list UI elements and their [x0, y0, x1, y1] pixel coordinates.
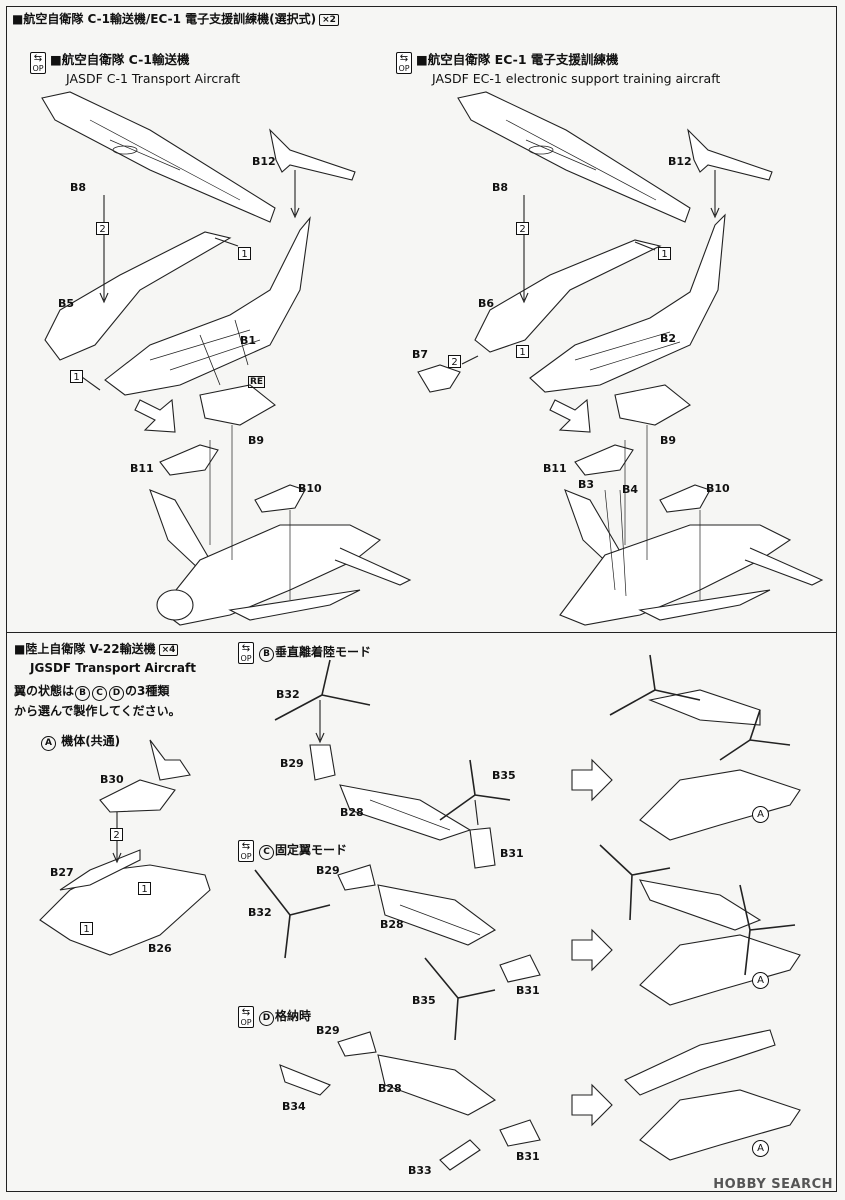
- part-label: B8: [70, 181, 87, 194]
- step-number: 2: [110, 828, 123, 841]
- re-badge: RE: [248, 376, 266, 388]
- part-label: B26: [148, 942, 172, 955]
- ec1-title-jp: ■航空自衛隊 EC-1 電子支援訓練機: [416, 52, 619, 67]
- part-label: B34: [282, 1100, 306, 1113]
- part-label: B27: [50, 866, 74, 879]
- quantity-badge: ×4: [158, 644, 179, 656]
- part-label: B29: [316, 864, 340, 877]
- reference-marker: A: [752, 806, 769, 823]
- part-label: B10: [706, 482, 730, 495]
- part-label: B28: [380, 918, 404, 931]
- part-label: B28: [378, 1082, 402, 1095]
- part-label: B2: [660, 332, 677, 345]
- step-number: 1: [138, 882, 151, 895]
- part-label: B35: [412, 994, 436, 1007]
- option-icon: ⇆OP: [30, 52, 46, 74]
- part-label: B7: [412, 348, 429, 361]
- step-number: 1: [238, 247, 251, 260]
- part-label: B32: [248, 906, 272, 919]
- part-label: B11: [130, 462, 154, 475]
- part-label: B3: [578, 478, 595, 491]
- option-icon: ⇆OP: [396, 52, 412, 74]
- part-label: B29: [280, 757, 304, 770]
- step-number: 1: [658, 247, 671, 260]
- part-label: B32: [276, 688, 300, 701]
- c1-title-jp: ■航空自衛隊 C-1輸送機: [50, 52, 190, 67]
- part-label: B4: [622, 483, 639, 496]
- quantity-badge: ×2: [319, 14, 339, 26]
- ec1-title-en: JASDF EC-1 electronic support training a…: [432, 71, 721, 86]
- part-label: B12: [252, 155, 276, 168]
- part-label: B31: [516, 984, 540, 997]
- step-number: 2: [448, 355, 461, 368]
- option-icon: ⇆OP: [238, 1006, 254, 1028]
- part-label: B30: [100, 773, 124, 786]
- step-number: 1: [70, 370, 83, 383]
- step-number: 2: [96, 222, 109, 235]
- part-label: B29: [316, 1024, 340, 1037]
- part-label: B10: [298, 482, 322, 495]
- part-label: B35: [492, 769, 516, 782]
- watermark: HOBBY SEARCH: [713, 1177, 833, 1192]
- part-label: B12: [668, 155, 692, 168]
- part-label: B31: [500, 847, 524, 860]
- top-section-title: ■航空自衛隊 C-1輸送機/EC-1 電子支援訓練機(選択式)×2: [12, 12, 339, 26]
- part-label: B31: [516, 1150, 540, 1163]
- part-label: B1: [240, 334, 257, 347]
- step-number: 1: [80, 922, 93, 935]
- part-label: B9: [660, 434, 677, 447]
- part-label: B6: [478, 297, 495, 310]
- option-icon: ⇆OP: [238, 840, 254, 862]
- reference-marker: A: [752, 1140, 769, 1157]
- v22-title: ■陸上自衛隊 V-22輸送機×4: [14, 642, 179, 656]
- part-label: B33: [408, 1164, 432, 1177]
- part-label: B11: [543, 462, 567, 475]
- part-label: B5: [58, 297, 75, 310]
- section-divider: [6, 632, 837, 633]
- option-icon: ⇆OP: [238, 642, 254, 664]
- mode-note-line2: から選んで製作してください。: [14, 704, 181, 718]
- body-heading: A 機体(共通): [40, 734, 120, 751]
- part-label: B8: [492, 181, 509, 194]
- reference-marker: A: [752, 972, 769, 989]
- v22-title-en: JGSDF Transport Aircraft: [30, 661, 196, 675]
- step-number: 2: [516, 222, 529, 235]
- c1-title-en: JASDF C-1 Transport Aircraft: [66, 71, 241, 86]
- part-label: B9: [248, 434, 265, 447]
- step-number: 1: [516, 345, 529, 358]
- part-label: B28: [340, 806, 364, 819]
- page-frame: [6, 6, 837, 1192]
